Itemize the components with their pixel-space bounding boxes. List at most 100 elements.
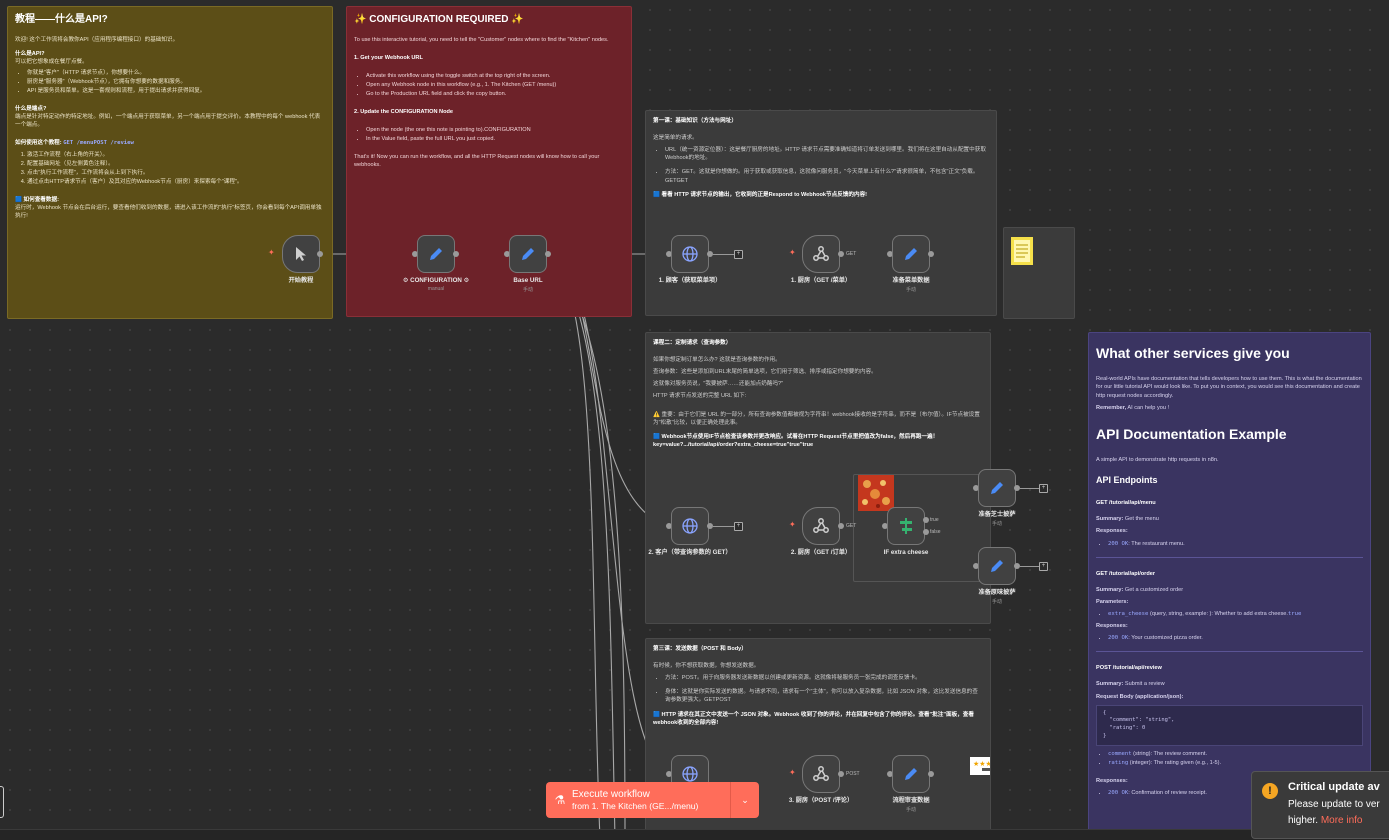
- add-node-button[interactable]: +: [734, 250, 743, 259]
- node-label: 2. 客户（带查询参数的 GET）: [648, 549, 732, 556]
- list-item: Open any Webhook node in this workflow (…: [366, 81, 624, 89]
- output-port[interactable]: [453, 251, 459, 257]
- kitchen2-webhook-node[interactable]: [802, 507, 840, 545]
- left-panel-handle[interactable]: [0, 786, 4, 818]
- pencil-icon: [430, 248, 442, 260]
- critical-update-toast[interactable]: ! Critical update av Please update to ve…: [1251, 771, 1389, 839]
- config-sticky-note[interactable]: ✨ CONFIGURATION REQUIRED ✨ To use this i…: [346, 6, 632, 317]
- lesson2-p3: HTTP 请求节点发送的完整 URL 如下:: [653, 393, 747, 400]
- input-port[interactable]: [887, 251, 893, 257]
- output-port[interactable]: [707, 523, 713, 529]
- list-item: 方法：GET。这就是你想做的。用于获取或获取信息，这就像问服务员，"今天菜单上有…: [665, 168, 989, 184]
- node-subtitle: manual: [427, 286, 445, 292]
- intro-sticky-note[interactable]: 教程——什么是API? 欢迎! 这个工作流将会教你API（应用程序编程接口）的基…: [7, 6, 333, 319]
- client1-http-node[interactable]: [671, 235, 709, 273]
- api-docs-sticky-note[interactable]: What other services give you Real-world …: [1088, 332, 1371, 839]
- prepare-menu-node[interactable]: [892, 235, 930, 273]
- output-port[interactable]: [317, 251, 323, 257]
- list-item: 你就是"客户"（HTTP 请求节点），你想要什么。: [27, 69, 325, 77]
- list-item: Activate this workflow using the toggle …: [366, 72, 624, 80]
- lesson2-p1: 查询参数：这些是添加到URL末尾的简单选项，它们用于筛选、排序或指定你想要的内容…: [653, 369, 877, 376]
- input-port[interactable]: [666, 251, 672, 257]
- node-label: 2. 厨房（GET /订单）: [790, 549, 852, 556]
- review-data-node[interactable]: [892, 755, 930, 793]
- false-output-port[interactable]: [923, 529, 929, 535]
- node-label: 准备原味披萨: [978, 589, 1016, 596]
- lesson1-sticky-note[interactable]: 第一课：基础知识（方法与网址） 这是简单的请求。 URL（统一资源定位器）：这是…: [645, 110, 997, 316]
- pizza-image: [858, 475, 894, 511]
- ep3-responses: 200 OK: Confirmation of review receipt.: [1096, 789, 1363, 797]
- edge-stub: [1020, 488, 1039, 489]
- cursor-icon: [296, 247, 306, 261]
- edge-stub: [1020, 566, 1039, 567]
- configuration-node[interactable]: [417, 235, 455, 273]
- start-tutorial-node[interactable]: [282, 235, 320, 273]
- howto-heading-text: 如何使用这个教程:: [15, 140, 62, 147]
- lesson2-p2: 这就像对服务员说，"我要披萨……还能加点奶酪吗?": [653, 381, 784, 388]
- intro-title: 教程——什么是API?: [15, 14, 108, 25]
- output-port[interactable]: [707, 251, 713, 257]
- config-step2: 2. Update the CONFIGURATION Node: [354, 109, 454, 116]
- execute-workflow-button[interactable]: ⚗ Execute workflow from 1. The Kitchen (…: [546, 782, 759, 818]
- node-subtitle: 手动: [991, 599, 1002, 605]
- lesson3-title: 第三课：发送数据（POST 和 Body）: [653, 646, 747, 652]
- client2-http-node[interactable]: [671, 507, 709, 545]
- add-node-button[interactable]: +: [734, 522, 743, 531]
- input-port[interactable]: [666, 771, 672, 777]
- execute-options-dropdown[interactable]: ⌄: [730, 782, 759, 818]
- node-label: 准备芝士披萨: [978, 511, 1016, 518]
- output-port[interactable]: [1014, 563, 1020, 569]
- lesson2-intro: 如果你想定制订单怎么办? 这就是查询参数的作用。: [653, 357, 781, 364]
- input-port[interactable]: [973, 485, 979, 491]
- cheese-pizza-node[interactable]: [978, 469, 1016, 507]
- lesson3-tip: 🟦 HTTP 请求在其正文中发送一个 JSON 对象。Webhook 收到了你的…: [653, 711, 974, 726]
- add-node-button[interactable]: +: [1039, 484, 1048, 493]
- true-output-port[interactable]: [923, 517, 929, 523]
- plain-pizza-node[interactable]: [978, 547, 1016, 585]
- true-branch-label: true: [930, 517, 939, 523]
- menu-image-note[interactable]: [1003, 227, 1075, 319]
- add-node-button[interactable]: +: [1039, 562, 1048, 571]
- summary-text: Get a customized order: [1123, 586, 1184, 593]
- input-port[interactable]: [887, 771, 893, 777]
- lesson1-intro: 这是简单的请求。: [653, 135, 698, 142]
- more-info-link[interactable]: More info: [1320, 814, 1363, 826]
- webhook-icon: [813, 766, 829, 781]
- output-port[interactable]: [838, 251, 844, 257]
- output-port[interactable]: [928, 771, 934, 777]
- kitchen3-webhook-node[interactable]: [802, 755, 840, 793]
- api-doc-title: API Documentation Example: [1096, 425, 1287, 442]
- webhook-icon: [813, 246, 829, 261]
- input-port[interactable]: [973, 563, 979, 569]
- input-port[interactable]: [412, 251, 418, 257]
- output-port[interactable]: [838, 523, 844, 529]
- if-extra-cheese-node[interactable]: [887, 507, 925, 545]
- globe-icon: [682, 766, 698, 782]
- kitchen1-webhook-node[interactable]: [802, 235, 840, 273]
- responses-label: Responses:: [1096, 623, 1128, 630]
- lesson2-sticky-note[interactable]: 课程二：定制请求（查询参数） 如果你想定制订单怎么办? 这就是查询参数的作用。 …: [645, 332, 991, 624]
- chevron-down-icon: ⌄: [741, 794, 749, 805]
- input-port[interactable]: [666, 523, 672, 529]
- list-item: 通过点击HTTP请求节点（客户）及其对应的Webhook节点（厨房）来探索每个"…: [27, 178, 325, 186]
- remember-text: AI can help you !: [1126, 404, 1170, 411]
- false-branch-label: false: [930, 529, 941, 535]
- output-port[interactable]: [1014, 485, 1020, 491]
- base-url-node[interactable]: [509, 235, 547, 273]
- output-port[interactable]: [928, 251, 934, 257]
- canvas-bottom-bar: [0, 829, 1389, 840]
- edge-baseurl-down2: [550, 253, 616, 839]
- list-item: 200 OK: Your customized pizza order.: [1108, 634, 1363, 642]
- input-port[interactable]: [882, 523, 888, 529]
- body-label: Request Body (application/json):: [1096, 693, 1184, 700]
- input-port[interactable]: [504, 251, 510, 257]
- node-label: IF extra cheese: [883, 549, 929, 556]
- ep1-responses-label: Responses:: [1096, 527, 1363, 535]
- output-port[interactable]: [838, 771, 844, 777]
- stars-rating-image: ★★★★: [970, 757, 990, 775]
- output-port[interactable]: [545, 251, 551, 257]
- edge-baseurl-down1: [550, 253, 601, 839]
- list-item: 方法：POST。用于向服务器发送新数据以创建或更新资源。这就像将秘服务员一张完成…: [665, 674, 983, 682]
- ep1-summary: Summary: Get the menu: [1096, 515, 1363, 523]
- lesson3-list: 方法：POST。用于向服务器发送新数据以创建或更新资源。这就像将秘服务员一张完成…: [653, 674, 983, 704]
